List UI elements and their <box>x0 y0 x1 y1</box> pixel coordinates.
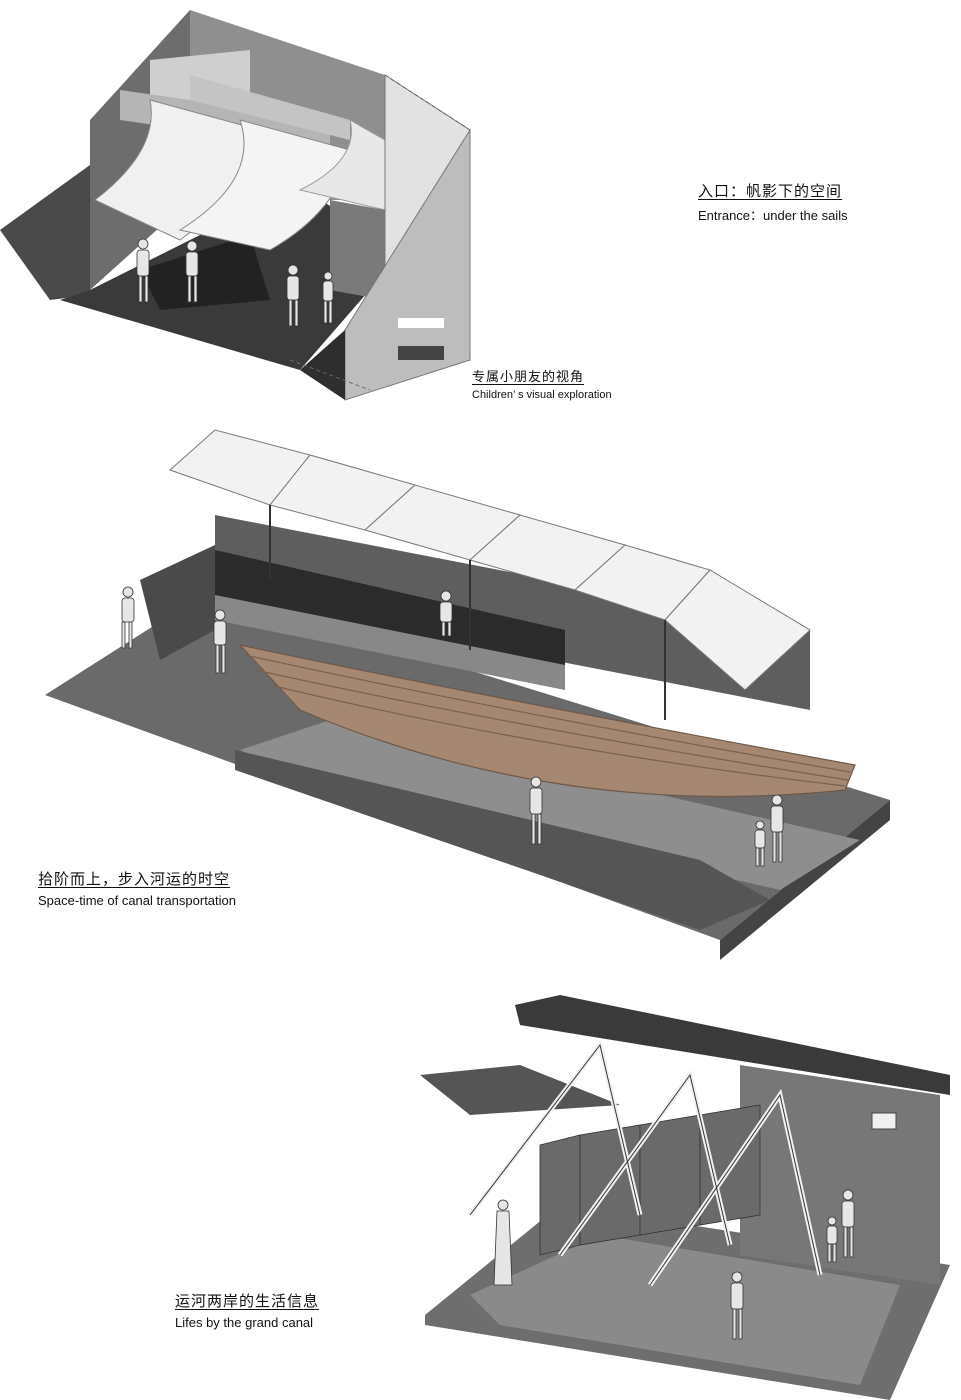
doorway-block <box>330 200 385 300</box>
back-wall <box>215 515 810 710</box>
caption-entrance-zh: 入口：帆影下的空间 <box>698 183 843 200</box>
hull-plank <box>269 684 846 787</box>
caption-entrance: 入口：帆影下的空间 Entrance：under the sails <box>698 180 848 224</box>
person-figure-icon <box>286 264 300 327</box>
caption-canal-life-en: Lifes by the grand canal <box>175 1315 314 1330</box>
person-figure-icon <box>121 586 135 649</box>
hull-plank <box>254 669 849 781</box>
floor-dark-patch <box>140 235 270 310</box>
entrance-axonometric-drawing <box>0 10 471 401</box>
person-figure-icon <box>730 1271 744 1340</box>
caption-children-en: Children’ s visual exploration <box>472 389 612 401</box>
sail-canopy-icon <box>664 569 811 691</box>
hull-plank <box>244 654 851 773</box>
sail-canopy-icon <box>298 118 386 211</box>
caption-canal-transport: 拾阶而上，步入河运的时空 Space-time of canal transpo… <box>38 868 236 908</box>
person-figure-icon <box>841 1189 855 1258</box>
wall-slot-upper <box>398 318 444 328</box>
person-figure-icon <box>439 590 453 637</box>
caption-entrance-en: Entrance：under the sails <box>698 208 848 223</box>
paved-area <box>240 720 860 890</box>
wall-slot-lower <box>398 346 444 360</box>
boat-axonometric-drawing <box>45 429 890 960</box>
floor-corner-shadow <box>300 330 345 400</box>
beam-b <box>190 75 350 140</box>
person-figure-icon <box>493 1199 513 1286</box>
wall-window <box>871 1112 897 1130</box>
retaining-wall <box>235 750 770 930</box>
stair-block <box>140 545 215 660</box>
person-figure-icon <box>529 776 543 845</box>
boat-scene: 拾阶而上，步入河运的时空 Space-time of canal transpo… <box>0 420 961 980</box>
brick-wall <box>740 1065 940 1285</box>
entrance-scene: 入口：帆影下的空间 Entrance：under the sails 专属小朋友… <box>0 0 961 420</box>
person-figure-icon <box>770 794 784 863</box>
canal-life-scene: 运河两岸的生活信息 Lifes by the grand canal <box>0 985 961 1400</box>
person-figure-icon <box>213 609 227 674</box>
lower-wall-panel <box>215 595 565 690</box>
person-figure-icon <box>185 240 199 303</box>
person-figure-icon <box>754 820 766 867</box>
boat-hull-icon <box>238 644 856 798</box>
canopy-left <box>420 1065 620 1115</box>
paved-ground <box>470 1235 900 1385</box>
roof-slab <box>515 995 950 1095</box>
caption-canal-transport-zh: 拾阶而上，步入河运的时空 <box>38 871 231 888</box>
caption-canal-life: 运河两岸的生活信息 Lifes by the grand canal <box>175 1290 319 1330</box>
canal-life-axonometric-drawing <box>420 995 950 1400</box>
sail-canopy-icon <box>178 119 351 251</box>
caption-canal-transport-en: Space-time of canal transportation <box>38 893 236 908</box>
caption-children: 专属小朋友的视角 Children’ s visual exploration <box>472 366 612 401</box>
guide-line-bottom <box>289 359 371 391</box>
caption-canal-life-zh: 运河两岸的生活信息 <box>175 1293 320 1310</box>
person-figure-icon <box>322 271 334 324</box>
person-figure-icon <box>136 238 150 303</box>
caption-children-zh: 专属小朋友的视角 <box>472 369 585 384</box>
guide-line-top <box>384 74 471 131</box>
left-ground-wedge <box>0 165 90 300</box>
person-figure-icon <box>826 1216 838 1263</box>
